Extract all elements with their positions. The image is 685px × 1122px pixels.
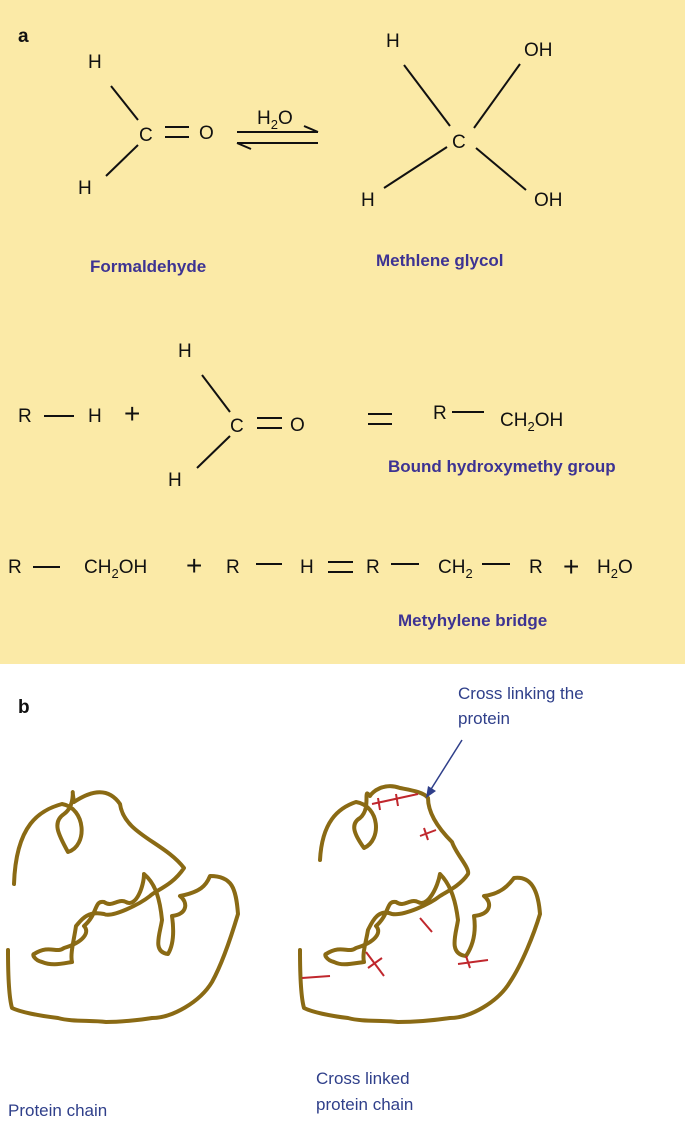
- crosslink-5: [419, 917, 433, 933]
- crosslink-3: [301, 975, 331, 979]
- r2-oxygen: O: [290, 415, 305, 436]
- panel-a-drawing: a H H C O Formaldehyde H2O H H C OH OH M…: [8, 26, 633, 630]
- r2-h-bottom: H: [168, 470, 182, 491]
- glycol-carbon: C: [452, 132, 466, 153]
- panel-b-letter: b: [18, 697, 30, 718]
- r3-r2: R: [226, 557, 240, 578]
- r3-plus-1: +: [186, 550, 202, 581]
- r2-r: R: [18, 406, 32, 427]
- glycol-oh-top: OH: [524, 40, 553, 61]
- callout-arrow-line: [427, 739, 463, 795]
- glycol-bond-h-bottom: [383, 146, 448, 189]
- reverse-arrow-head: [236, 142, 252, 150]
- methylene-glycol-label: Methlene glycol: [376, 251, 504, 270]
- r3-ch2oh: CH2OH: [84, 557, 147, 581]
- glycol-bond-h-top: [403, 64, 451, 127]
- r3-r3: R: [366, 557, 380, 578]
- crosslink-2-tick: [423, 827, 429, 841]
- equilibrium-arrows: H2O: [236, 108, 319, 150]
- formaldehyde-structure: H H C O: [78, 52, 214, 199]
- r2-ch-bond-bottom: [196, 435, 231, 469]
- panel-b-drawing: b Cross linking the protein Protein chai…: [6, 684, 584, 1120]
- formaldehyde-ch-bond-bottom: [105, 144, 139, 177]
- callout-text-line1: Cross linking the: [458, 684, 584, 703]
- r3-r4: R: [529, 557, 543, 578]
- r3-r1: R: [8, 557, 22, 578]
- glycol-bond-oh-top: [473, 63, 521, 129]
- r2-carbon: C: [230, 416, 244, 437]
- crosslink-1-tick-b: [395, 793, 399, 807]
- forward-arrow-head: [303, 125, 319, 133]
- formaldehyde-carbon: C: [139, 125, 153, 146]
- crosslink-1-tick-a: [377, 797, 381, 811]
- formaldehyde-oxygen: O: [199, 123, 214, 144]
- water-label: H2O: [257, 108, 293, 132]
- reaction-3: R CH2OH + R H R CH2 R + H2O: [8, 550, 633, 582]
- panel-a: a H H C O Formaldehyde H2O H H C OH OH M…: [0, 0, 685, 664]
- crosslink-2: [419, 829, 437, 837]
- methylene-bridge-label: Metyhylene bridge: [398, 611, 547, 630]
- r2-plus: +: [124, 398, 140, 429]
- protein-chain-left: [6, 790, 240, 1024]
- callout-text-line2: protein: [458, 709, 510, 728]
- glycol-h-bottom: H: [361, 190, 375, 211]
- protein-chain-right: [298, 784, 542, 1024]
- callout-arrow: [426, 739, 463, 798]
- r2-h-top: H: [178, 341, 192, 362]
- crosslink-4-tick: [367, 957, 383, 969]
- r2-product-ch2oh: CH2OH: [500, 410, 563, 434]
- hydroxymethyl-label: Bound hydroxymethy group: [388, 457, 616, 476]
- r2-product-r: R: [433, 403, 447, 424]
- r2-ch-bond-top: [201, 374, 231, 413]
- formaldehyde-label: Formaldehyde: [90, 257, 206, 276]
- r3-water: H2O: [597, 557, 633, 581]
- formaldehyde-ch-bond-top: [110, 85, 139, 121]
- formaldehyde-h-top: H: [88, 52, 102, 73]
- crosslink-6-tick: [465, 955, 471, 969]
- glycol-h-top: H: [386, 31, 400, 52]
- glycol-bond-oh-bottom: [475, 147, 527, 191]
- r3-ch2: CH2: [438, 557, 473, 581]
- r3-h: H: [300, 557, 314, 578]
- crosslink-6: [457, 959, 489, 965]
- r2-h: H: [88, 406, 102, 427]
- panel-a-letter: a: [18, 26, 29, 47]
- right-caption-line2: protein chain: [316, 1095, 413, 1114]
- right-caption-line1: Cross linked: [316, 1069, 410, 1088]
- glycol-oh-bottom: OH: [534, 190, 563, 211]
- panel-b: b Cross linking the protein Protein chai…: [0, 664, 685, 1122]
- methylene-glycol-structure: H H C OH OH: [361, 31, 563, 211]
- crosslinks: [301, 793, 489, 979]
- formaldehyde-h-bottom: H: [78, 178, 92, 199]
- left-caption: Protein chain: [8, 1101, 107, 1120]
- r3-plus-2: +: [563, 551, 579, 582]
- reaction-2: R H + H H C O R CH2OH: [18, 341, 563, 491]
- callout-arrow-head: [426, 786, 436, 798]
